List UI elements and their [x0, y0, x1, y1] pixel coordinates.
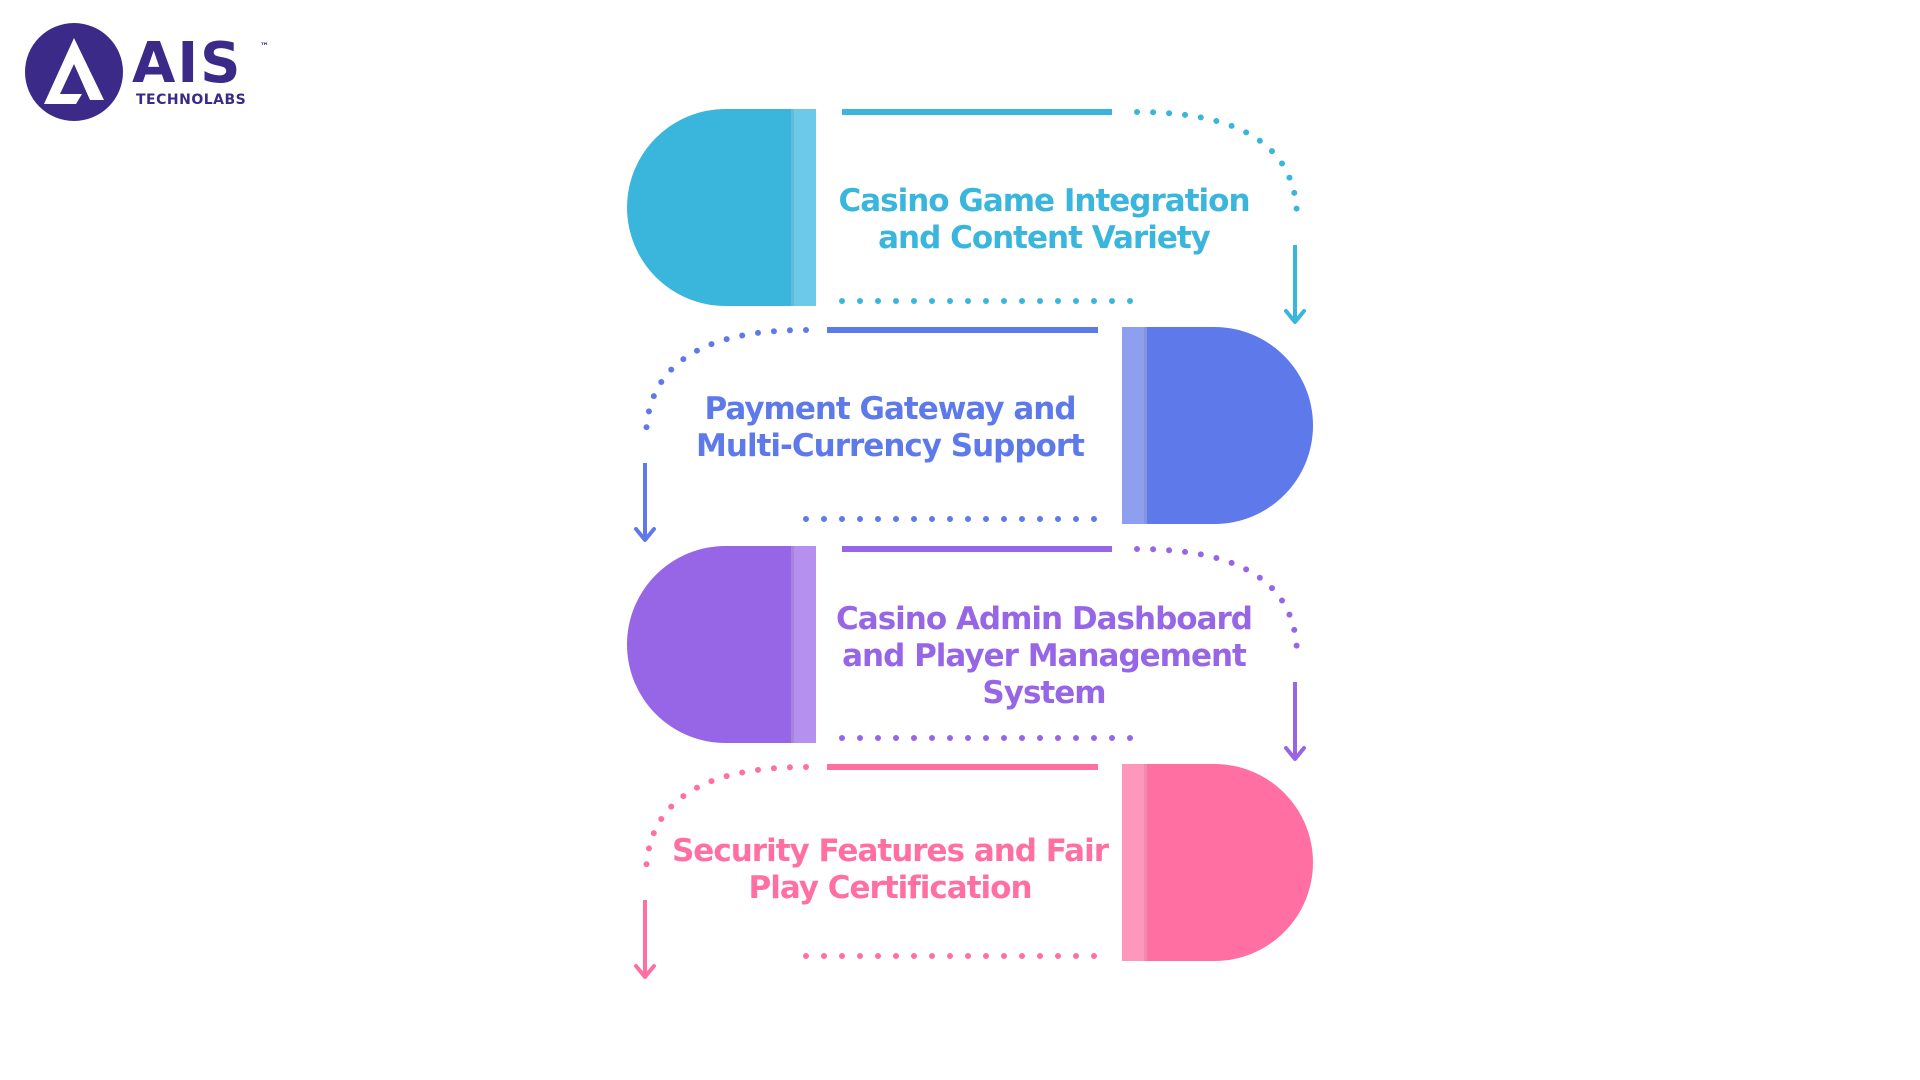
step-2-arrow-head-icon — [634, 527, 656, 542]
step-2-capsule-strip — [1122, 327, 1147, 524]
step-1-capsule-shadow — [791, 109, 794, 306]
step-1-capsule — [627, 109, 795, 306]
step-3-capsule-shadow — [791, 546, 794, 743]
step-4-capsule-shadow — [1144, 764, 1147, 961]
step-1-label: Casino Game Integration and Content Vari… — [838, 183, 1250, 256]
step-3-capsule-strip — [791, 546, 816, 743]
step-2-capsule-shadow — [1144, 327, 1147, 524]
ais-logo-wordmark: AIS — [132, 31, 243, 96]
step-1-capsule-strip — [791, 109, 816, 306]
step-4-capsule-strip — [1122, 764, 1147, 961]
step-3-label: Casino Admin Dashboard and Player Manage… — [836, 600, 1253, 711]
ais-logo-mark-icon — [25, 23, 123, 121]
step-3-capsule — [626, 546, 795, 743]
step-4-capsule — [1140, 764, 1313, 961]
step-3-arrow-head-icon — [1284, 746, 1306, 761]
step-4-arrow-head-icon — [634, 964, 656, 979]
step-1-arrow-head-icon — [1284, 309, 1306, 324]
ais-logo: AIS ™ TECHNOLABS — [24, 22, 284, 122]
step-2-capsule — [1140, 327, 1313, 524]
step-4-dotted-arc — [643, 764, 809, 879]
ais-logo-trademark: ™ — [260, 42, 269, 52]
step-1-dotted-arc — [1134, 109, 1300, 222]
ais-logo-subtitle: TECHNOLABS — [136, 92, 247, 108]
step-2-label: Payment Gateway and Multi-Currency Suppo… — [696, 391, 1085, 464]
step-3-dotted-arc — [1134, 546, 1300, 659]
step-2-dotted-arc — [643, 327, 809, 442]
step-4-label: Security Features and Fair Play Certific… — [671, 833, 1109, 906]
